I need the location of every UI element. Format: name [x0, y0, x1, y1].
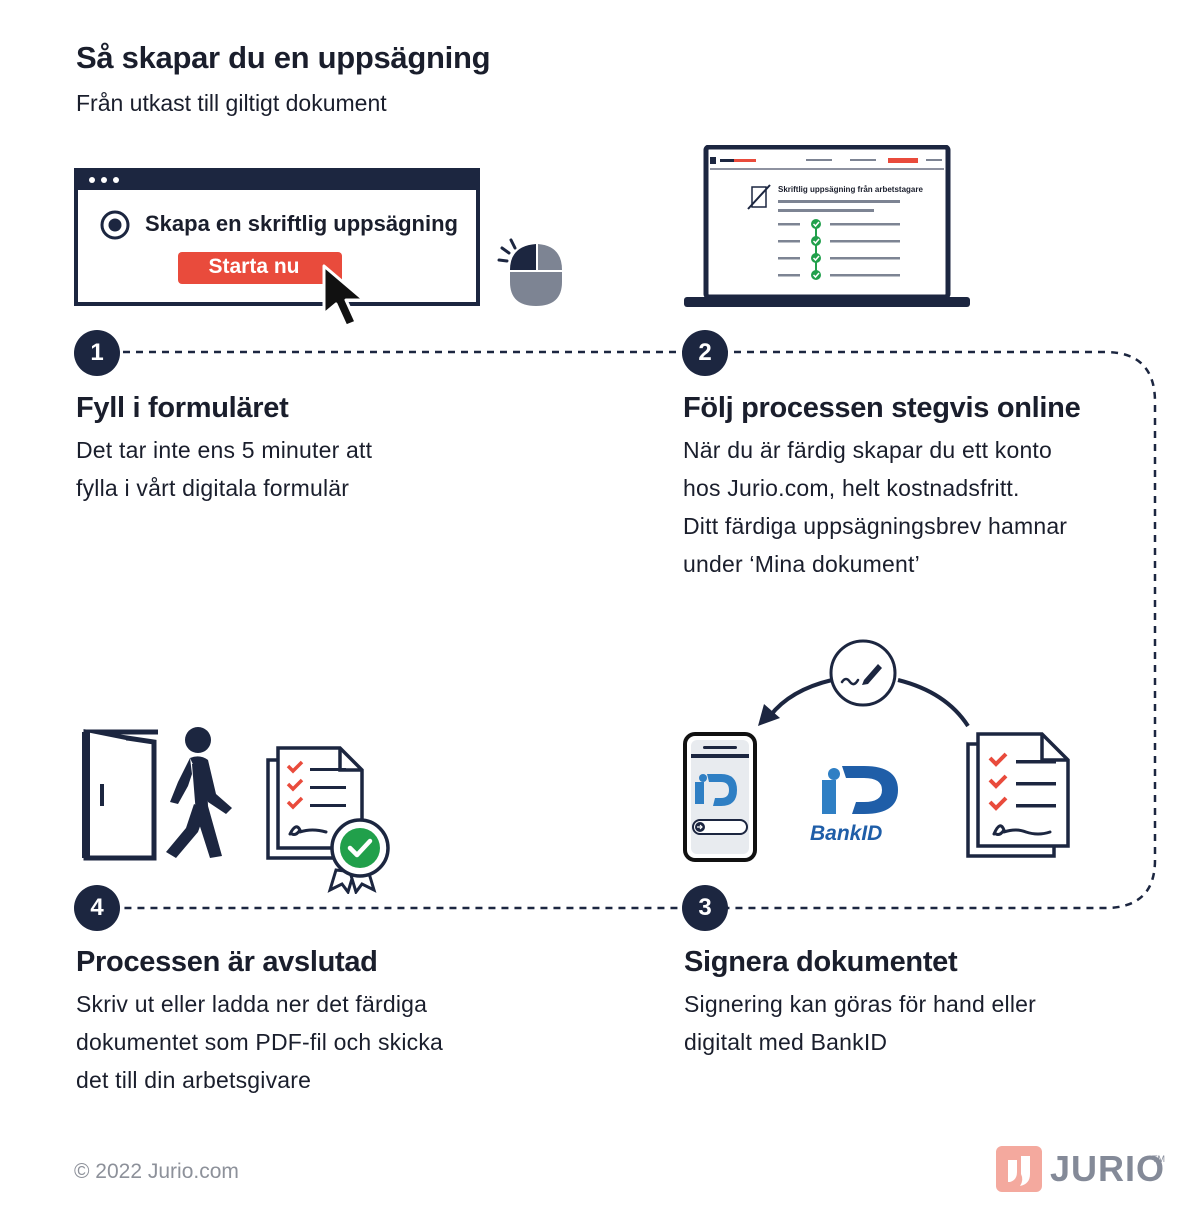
- step-4-line: Skriv ut eller ladda ner det färdiga: [76, 991, 428, 1017]
- step-2-line: hos Jurio.com, helt kostnadsfritt.: [683, 475, 1020, 501]
- step-2-line: under ‘Mina dokument’: [683, 551, 920, 577]
- walking-person-icon: [166, 727, 232, 858]
- page-title: Så skapar du en uppsägning: [76, 40, 491, 75]
- certified-document-icon: [266, 746, 390, 894]
- step-3-description: Signering kan göras för hand eller digit…: [684, 985, 1036, 1061]
- jurio-logo-icon: [996, 1146, 1042, 1192]
- computer-mouse-icon: [497, 238, 562, 306]
- step-2-title: Följ processen stegvis online: [683, 392, 1081, 424]
- step-2-badge: 2: [682, 330, 728, 376]
- door-icon: [82, 729, 158, 861]
- bankid-label: BankID: [810, 822, 883, 845]
- step-2-description: När du är färdig skapar du ett konto hos…: [683, 431, 1067, 583]
- step-1-badge: 1: [74, 330, 120, 376]
- step-4-title: Processen är avslutad: [76, 946, 378, 978]
- step-4-line: dokumentet som PDF-fil och skicka: [76, 1029, 444, 1055]
- step-3-badge: 3: [682, 885, 728, 931]
- step-4-line: det till din arbetsgivare: [76, 1067, 312, 1093]
- signing-flow-arrow: [758, 678, 970, 728]
- step-4-badge: 4: [74, 885, 120, 931]
- page-subtitle: Från utkast till giltigt dokument: [76, 90, 387, 116]
- start-now-button-label: Starta nu: [208, 255, 300, 278]
- mouse-pointer-icon: [322, 264, 366, 328]
- document-caption: Skriftlig uppsägning från arbetstagare: [778, 185, 923, 194]
- step-2-line: När du är färdig skapar du ett konto: [683, 437, 1053, 463]
- pen-signature-icon: [829, 639, 897, 707]
- radio-option-label: Skapa en skriftlig uppsägning: [145, 211, 458, 236]
- step-1-title: Fyll i formuläret: [76, 392, 289, 424]
- trademark-mark: TM: [1152, 1154, 1165, 1164]
- step-1-description: Det tar inte ens 5 minuter att fylla i v…: [76, 431, 372, 507]
- laptop-icon: [684, 145, 970, 307]
- browser-window-icon: [74, 168, 480, 306]
- step-3-title: Signera dokumentet: [684, 946, 958, 978]
- step-2-line: Ditt färdiga uppsägningsbrev hamnar: [683, 513, 1068, 539]
- step-3-line: digitalt med BankID: [684, 1029, 888, 1055]
- copyright-text: © 2022 Jurio.com: [74, 1160, 239, 1183]
- step-4-description: Skriv ut eller ladda ner det färdiga dok…: [76, 985, 443, 1099]
- jurio-brand-name: JURIO: [1050, 1148, 1166, 1189]
- bankid-logo-icon: [822, 766, 898, 814]
- step-1-line: Det tar inte ens 5 minuter att: [76, 437, 373, 463]
- checklist-document-icon: [966, 732, 1070, 858]
- smartphone-bankid-icon: [683, 732, 757, 862]
- step-1-line: fylla i vårt digitala formulär: [76, 475, 350, 501]
- step-3-line: Signering kan göras för hand eller: [684, 991, 1037, 1017]
